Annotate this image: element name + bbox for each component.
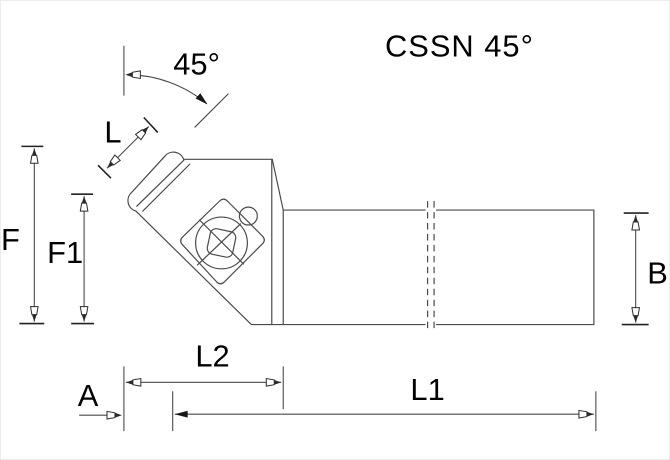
dimension-arrow <box>106 410 123 420</box>
clamp-wedge-line <box>136 159 185 207</box>
dimension-arrow <box>124 70 141 79</box>
tool-body <box>127 151 595 326</box>
tick <box>97 164 112 179</box>
dimension-arrow <box>125 378 142 387</box>
head-length-label: L2 <box>195 338 229 373</box>
dimension-l1: L1 <box>172 372 597 432</box>
dimension-f1: F1 <box>47 193 95 325</box>
insert-assembly <box>180 198 265 285</box>
angle-reference-diagonal <box>194 93 229 128</box>
angle-dimension-label: 45° <box>173 47 220 82</box>
dimension-arrow <box>30 147 39 164</box>
dimension-arrow <box>195 93 210 108</box>
tick <box>143 116 159 133</box>
overall-length-label: L1 <box>410 372 444 407</box>
dimension-a: A <box>78 378 123 420</box>
tip-offset-label: A <box>78 378 99 413</box>
tool-silhouette <box>127 151 595 326</box>
dimension-arrow <box>103 154 121 172</box>
dimension-l2: L2 <box>123 338 284 432</box>
clamp-wedge-line <box>141 163 191 212</box>
dimension-f: F <box>1 145 45 325</box>
dimension-arrow <box>174 410 188 418</box>
dimension-arrow <box>135 123 152 141</box>
dimension-arrow <box>79 195 89 212</box>
dimension-angle: 45° <box>123 45 229 128</box>
clamp-screw-head <box>206 228 237 258</box>
dimension-arrow <box>30 306 39 323</box>
clamp-finger <box>238 206 258 226</box>
dimension-arrow <box>578 409 595 419</box>
insert-edge-label: L <box>104 114 121 149</box>
height-f-label: F <box>1 222 20 257</box>
figure-title: CSSN 45° <box>385 29 534 64</box>
height-f1-label: F1 <box>47 235 83 270</box>
dimension-arrow <box>265 378 282 387</box>
dimension-arrow <box>79 306 89 323</box>
clamp-washer <box>195 216 248 270</box>
break-lines <box>425 201 437 331</box>
break-gap <box>425 202 437 331</box>
dimension-b: B <box>621 212 668 326</box>
square-insert <box>180 198 265 285</box>
shank-height-label: B <box>647 256 668 291</box>
dimension-arrow <box>631 214 640 231</box>
dimension-arrow <box>631 307 640 324</box>
dimension-l: L <box>97 114 159 179</box>
screw-cross-line <box>196 223 242 266</box>
